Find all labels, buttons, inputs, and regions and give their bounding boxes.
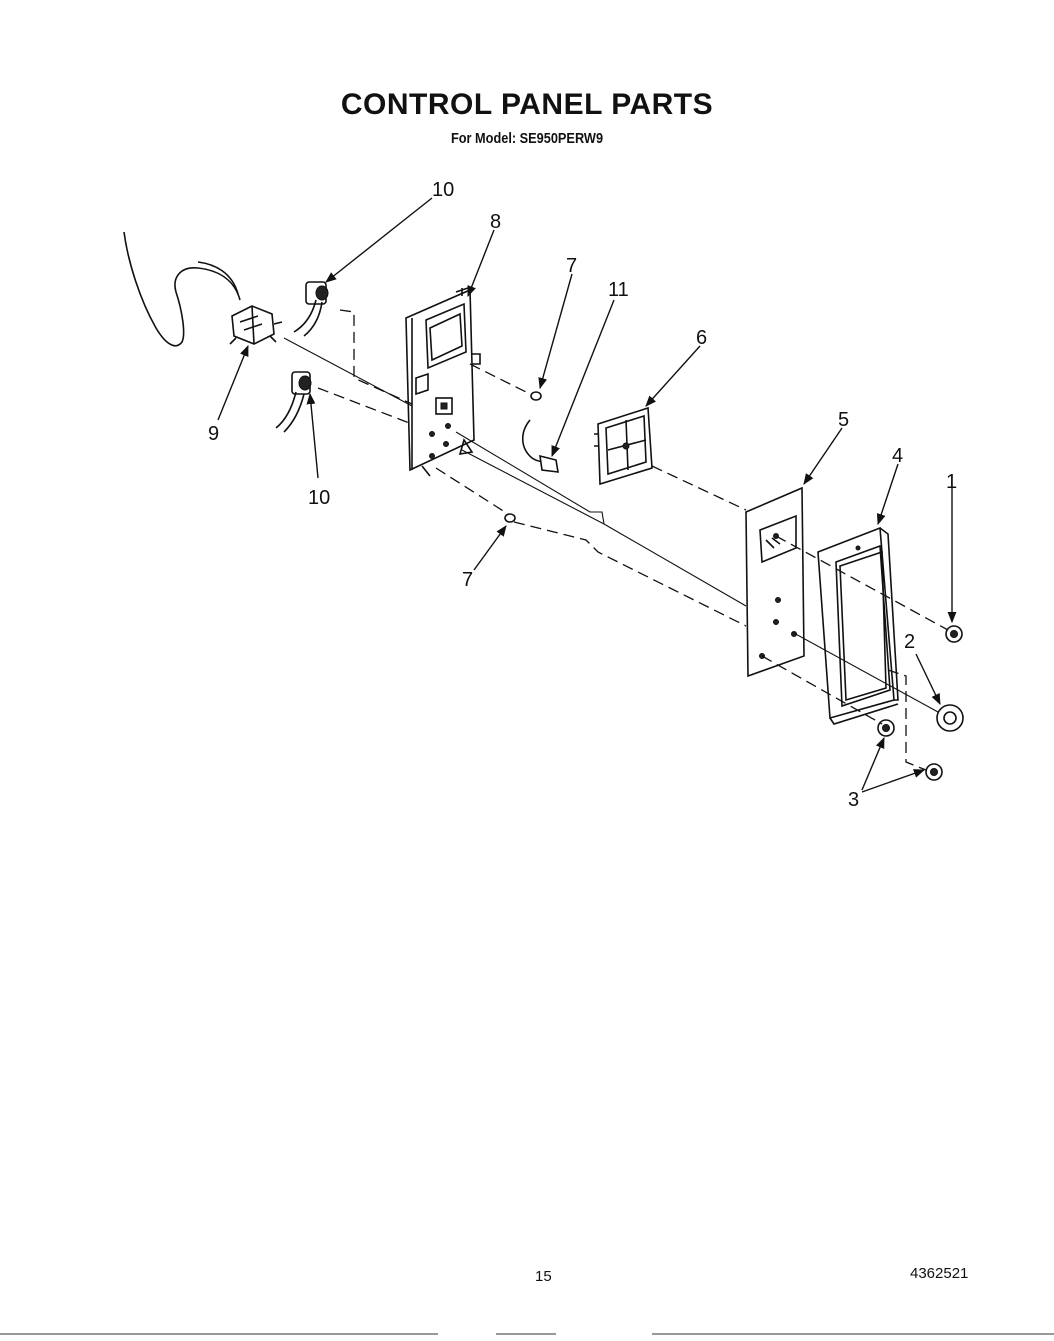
bezel-part-2 [936, 704, 964, 732]
callout-3: 3 [848, 789, 859, 811]
knob-part-1 [945, 625, 963, 643]
page-title: CONTROL PANEL PARTS [340, 88, 714, 121]
callout-6: 6 [696, 327, 707, 349]
callout-labels: 10 8 7 11 6 5 4 1 2 3 9 10 7 [208, 179, 957, 811]
callout-7-top: 7 [566, 255, 577, 277]
clock-part-6 [594, 406, 653, 486]
callout-10-top: 10 [432, 179, 454, 201]
lamp-part-11 [521, 419, 559, 473]
alignment-lines [283, 309, 949, 771]
callout-5: 5 [838, 409, 849, 431]
leader-arrows [217, 197, 957, 793]
callout-10-bottom: 10 [308, 487, 330, 509]
switch-part-10-bottom [275, 371, 312, 433]
page-number: 15 [535, 1268, 552, 1285]
knob-part-3-a [877, 719, 895, 737]
callout-8: 8 [490, 211, 501, 233]
callout-4: 4 [892, 445, 903, 467]
knob-part-3-b [925, 763, 943, 781]
callout-7-bottom: 7 [462, 569, 473, 591]
callout-1: 1 [946, 471, 957, 493]
control-panel-part-5 [745, 486, 805, 678]
document-number: 4362521 [910, 1265, 969, 1282]
nut-part-7-top [530, 391, 542, 401]
switch-part-10-top [293, 281, 329, 337]
terminal-block-part-9 [123, 231, 283, 347]
callout-9: 9 [208, 423, 219, 445]
model-subtitle: For Model: SE950PERW9 [450, 130, 604, 147]
nut-part-7-bottom [504, 513, 516, 523]
control-bracket-part-8 [405, 287, 481, 477]
callout-11: 11 [608, 279, 629, 301]
callout-2: 2 [904, 631, 915, 653]
